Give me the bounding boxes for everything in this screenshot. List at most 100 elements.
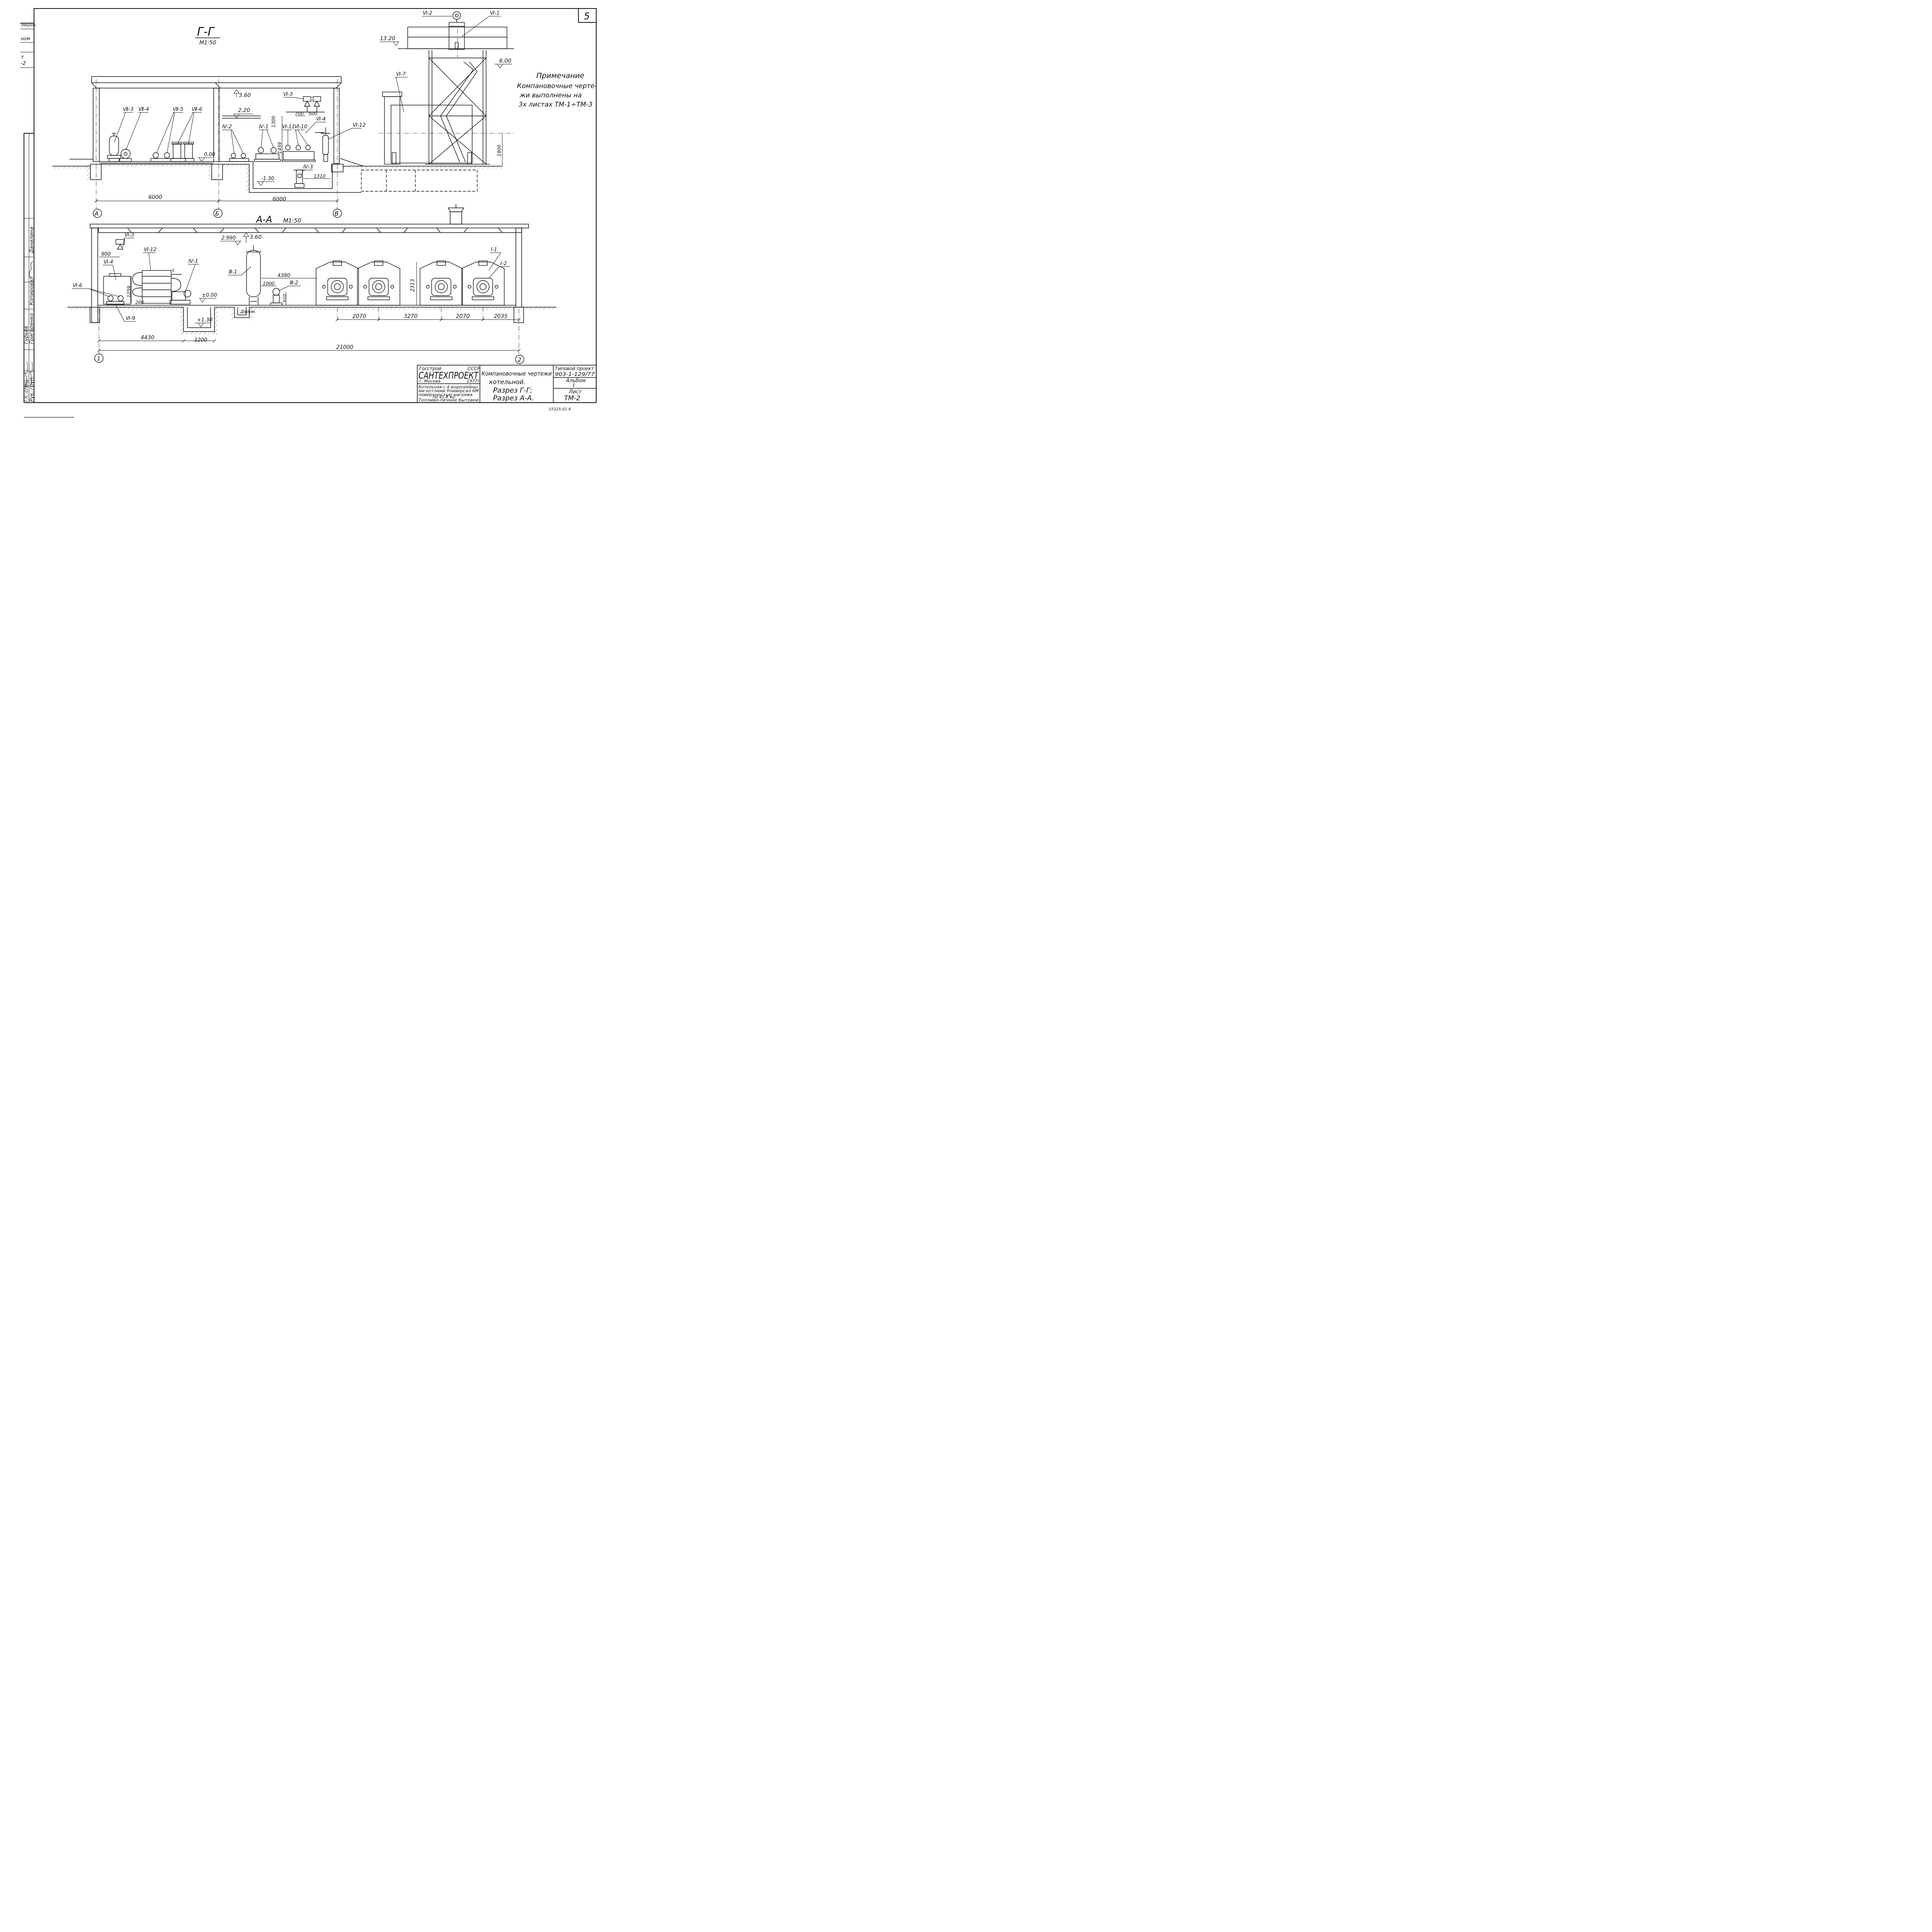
note-line-2: жи выполнены на xyxy=(519,92,582,99)
stamp-year: 1977г. xyxy=(467,379,481,384)
dim-1310: 1310 xyxy=(314,173,326,179)
stamp-desc-3: поверхностью нагрева xyxy=(418,393,473,397)
side-top-1: лишон xyxy=(20,22,36,27)
dim-1459: 1459 xyxy=(277,142,282,154)
dim-21000: 21000 xyxy=(336,344,354,350)
stamp-desc-4: по 41,8 м2. xyxy=(433,395,456,400)
tag-vi-10: Ⅵ-10 xyxy=(294,124,307,130)
stamp-desc-5: Топливо-печное бытовое xyxy=(418,398,479,403)
side-stamp-top: лишон ном т -2 xyxy=(20,22,36,68)
gg-tower-centerlines xyxy=(379,29,514,134)
dim-2313: 2313 xyxy=(410,279,416,292)
stamp-city: г. Москва xyxy=(419,379,440,384)
tag-a-i-1: Ⅰ-1 xyxy=(491,247,497,253)
stamp-title-2: котельной. xyxy=(489,378,526,386)
section-gg-title-text: Г-Г xyxy=(197,25,215,39)
side-top-2: ном xyxy=(21,36,30,41)
signature-2 xyxy=(29,361,33,387)
tag-vi-2: Ⅵ-2 xyxy=(423,10,432,16)
elev-0-00: 0.00 xyxy=(204,152,215,158)
tag-vii-5: Ⅶ-5 xyxy=(173,107,184,112)
dim-900: 900 xyxy=(101,252,111,257)
dim-2035: 2035 xyxy=(494,313,508,320)
stamp-album-num: I xyxy=(573,383,575,389)
tag-vii-6: Ⅶ-6 xyxy=(192,107,202,112)
tag-a-vi-3: Ⅵ-3 xyxy=(124,232,134,238)
tag-iv-3: Ⅳ-3 xyxy=(303,164,313,170)
aa-axis-bubbles: 1 2 xyxy=(94,354,524,364)
dim-500: 500 xyxy=(308,111,317,116)
tag-vi-4: Ⅵ-4 xyxy=(316,116,326,122)
gg-equipment-left xyxy=(107,133,194,162)
stamp-proj-label: Типовой проект xyxy=(555,366,594,371)
elev-6-00: 6.00 xyxy=(499,58,511,64)
tag-drain: Дерем. xyxy=(240,309,256,314)
dim-200: 200 xyxy=(135,300,144,305)
tag-a-i-2: Ⅰ-2 xyxy=(500,261,507,267)
boiler-4 xyxy=(461,260,505,306)
dim-2070-a: 2070 xyxy=(352,313,366,320)
gg-axis-lines xyxy=(96,79,338,209)
aa-elevations: 2.990 3.60 ±0.00 +1.30 xyxy=(195,232,262,327)
side-role-2: Рук. груп. xyxy=(29,376,35,402)
stamp-proj-num: 903-1-129/77 xyxy=(555,372,595,378)
axis-1: 1 xyxy=(97,355,101,362)
dim-700: 700 xyxy=(295,111,304,116)
elev-3-60: 3.60 xyxy=(239,92,251,99)
sheet-number-box: 5 xyxy=(578,8,597,23)
aa-ground-hatch xyxy=(68,307,556,335)
side-name-2: Григоренко xyxy=(29,313,35,344)
tag-vi-7: Ⅵ-7 xyxy=(396,71,406,77)
aa-axis-lines xyxy=(99,307,519,354)
elev-pm-0-00: ±0.00 xyxy=(202,293,217,298)
tag-vi-12: Ⅵ-12 xyxy=(353,122,366,128)
stamp-sheet-label: Лист xyxy=(568,389,582,395)
title-block xyxy=(417,365,597,403)
elev-minus-1-30: -1.30 xyxy=(261,176,274,182)
tag-a-iii-2: Ⅲ-2 xyxy=(290,280,298,286)
dim-1000: 1000 xyxy=(263,281,275,286)
footer-code: 15325-01 6 xyxy=(549,407,571,412)
signature-3 xyxy=(29,261,33,279)
axis-a: А xyxy=(94,210,99,217)
dim-6000-b: 6000 xyxy=(272,196,286,202)
gg-tags: Ⅶ-3 Ⅶ-4 Ⅶ-5 Ⅶ-6 Ⅳ-2 Ⅳ-1 Ⅵ-3 Ⅵ-11 Ⅵ-10 Ⅵ-… xyxy=(114,10,501,175)
signature-1 xyxy=(24,361,28,387)
tag-vi-3: Ⅵ-3 xyxy=(283,92,293,97)
section-aa-title-text: А-А xyxy=(255,214,272,225)
dim-1259: 1259 xyxy=(126,286,132,298)
tag-a-vi-9: Ⅵ-9 xyxy=(126,316,135,321)
tag-a-vi-12: Ⅵ-12 xyxy=(144,247,156,253)
stamp-album-label: Альбом xyxy=(566,378,586,384)
dim-1300: 1300 xyxy=(271,116,276,128)
note-title: Примечание xyxy=(536,71,584,80)
elev-2-20: 2.20 xyxy=(238,107,250,114)
axis-2: 2 xyxy=(518,356,522,363)
tag-vii-4: Ⅶ-4 xyxy=(138,107,149,112)
stamp-desc-2: ми котлами Универсал 6М xyxy=(418,389,479,393)
note-line-1: Компановочные черте- xyxy=(517,82,597,90)
tag-iv-1: Ⅳ-1 xyxy=(259,124,269,130)
sheet-frame xyxy=(20,8,597,403)
gg-tower xyxy=(361,11,514,192)
tag-vi-11: Ⅵ-11 xyxy=(282,124,295,130)
stamp-title-1: Компановочные чертежи xyxy=(481,370,552,377)
gg-axis-bubbles: А Б В xyxy=(93,209,342,218)
side-stamp-columns xyxy=(24,133,34,403)
dim-6000-a: 6000 xyxy=(148,194,162,201)
title-block-text: Госстрой СССР САНТЕХПРОЕКТ г. Москва 197… xyxy=(418,366,595,403)
tag-vii-3: Ⅶ-3 xyxy=(123,107,134,112)
dim-2070-b: 2070 xyxy=(456,313,470,320)
elev-2-990: 2.990 xyxy=(221,235,236,241)
note-block: Примечание Компановочные черте- жи выпол… xyxy=(517,71,597,109)
stamp-org-1: Госстрой xyxy=(419,366,441,371)
stamp-desc-1: Котельная с 4 водогрейны- xyxy=(418,385,479,389)
tag-a-iv-1: Ⅳ-1 xyxy=(189,259,198,264)
section-gg-scale: М1:50 xyxy=(199,40,216,46)
elev-13-20: 13.20 xyxy=(380,36,395,42)
tag-vi-1: Ⅵ-1 xyxy=(490,10,500,16)
side-col-name: Данилина xyxy=(29,227,35,253)
stamp-title-3: Разрез Г-Г; xyxy=(493,386,532,395)
dim-4430: 4430 xyxy=(141,335,155,341)
elev-plus-1-30: +1.30 xyxy=(197,317,213,323)
